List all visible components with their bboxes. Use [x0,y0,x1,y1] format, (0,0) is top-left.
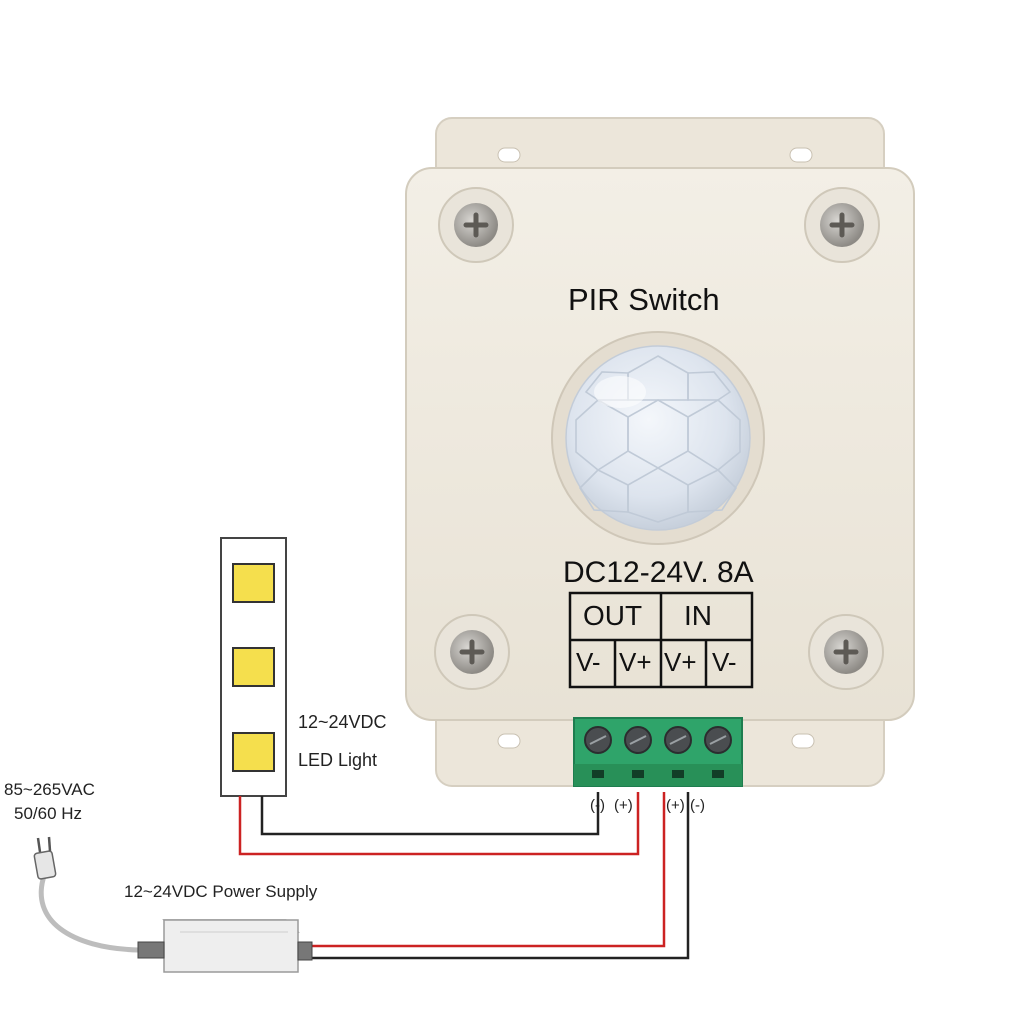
led-strip [220,537,287,797]
psu-black-wire [302,792,690,960]
power-supply-label: 12~24VDC Power Supply [124,882,318,901]
screw-top-left [438,187,514,263]
device-rating: DC12-24V. 8A [563,556,754,589]
wires [38,792,690,960]
led-type-label: LED Light [298,750,378,770]
led-black-wire [260,792,600,836]
terminal-label: V- [576,647,601,677]
terminal-group-out: OUT [583,600,643,631]
terminal-label-table [568,591,754,689]
mains-voltage-label: 85~265VAC [4,780,95,799]
terminal-block [573,717,743,787]
terminal-label: V+ [619,647,652,677]
power-supply-unit [137,919,313,973]
led-chip [232,732,275,772]
terminal-group-in: IN [684,600,712,631]
mains-frequency-label: 50/60 Hz [14,804,83,823]
screw-bottom-left [434,614,510,690]
polarity-label: (-) [690,797,705,814]
screw-top-right [804,187,880,263]
pir-sensor-dome [551,331,765,545]
mains-cable [38,875,139,953]
led-chip [232,647,275,687]
screw-bottom-right [808,614,884,690]
led-chip [232,563,275,603]
polarity-label: (+) [666,797,685,814]
polarity-label: (-) [590,797,605,814]
terminal-label: V- [712,647,737,677]
terminal-label: V+ [664,647,697,677]
device-title: PIR Switch [568,282,720,317]
psu-red-wire [302,792,666,948]
led-voltage-label: 12~24VDC [298,712,387,732]
mains-plug-icon [33,836,57,880]
polarity-label: (+) [614,797,633,814]
led-red-wire [238,792,640,856]
